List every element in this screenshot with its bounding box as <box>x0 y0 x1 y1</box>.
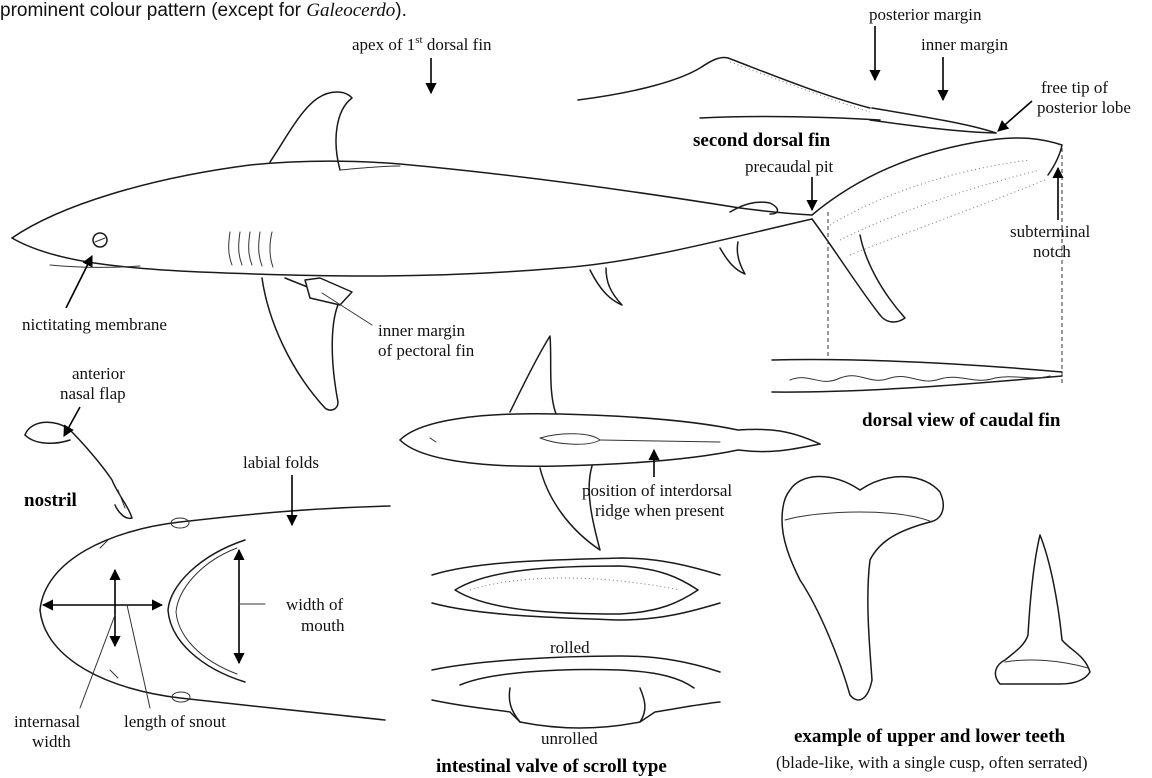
interdorsal-label-2: ridge when present <box>595 501 725 520</box>
second-dorsal-fin-drawing <box>578 57 996 133</box>
caudal-dorsal-view-drawing <box>772 360 1062 393</box>
teeth-title: example of upper and lower teeth <box>794 726 1066 747</box>
free-tip-label-1: free tip of <box>1041 78 1108 97</box>
subterminal-label-1: subterminal <box>1010 222 1091 241</box>
nictitating-label: nictitating membrane <box>22 315 167 334</box>
snout-length-pointer <box>127 605 150 708</box>
pectoral-inner-label-2: of pectoral fin <box>378 341 475 360</box>
intestinal-valve-unrolled-drawing <box>432 656 720 728</box>
inner-margin-label: inner margin <box>921 35 1009 54</box>
dorsal-caudal-title: dorsal view of caudal fin <box>862 410 1061 431</box>
nostril-title: nostril <box>24 490 77 511</box>
unrolled-label: unrolled <box>541 729 598 748</box>
upper-tooth-drawing <box>782 476 943 700</box>
apex-label: apex of 1st dorsal fin <box>352 34 492 54</box>
intestinal-title: intestinal valve of scroll type <box>436 756 667 777</box>
free-tip-arrow <box>998 101 1032 131</box>
intestinal-valve-rolled-drawing <box>432 558 720 620</box>
labial-folds-label: labial folds <box>243 453 319 472</box>
precaudal-pit-label: precaudal pit <box>745 157 834 176</box>
subterminal-label-2: notch <box>1033 242 1071 261</box>
anterior-nasal-label-1: anterior <box>72 364 125 383</box>
width-mouth-label-1: width of <box>286 595 343 614</box>
interdorsal-label-1: position of interdorsal <box>582 481 732 500</box>
nictitating-arrow <box>66 256 92 308</box>
rolled-label: rolled <box>550 638 590 657</box>
lower-tooth-drawing <box>995 535 1090 684</box>
posterior-margin-label: posterior margin <box>869 5 982 24</box>
free-tip-label-2: posterior lobe <box>1037 98 1131 117</box>
second-dorsal-title: second dorsal fin <box>693 130 831 151</box>
internasal-label-1: internasal <box>14 712 80 731</box>
internasal-label-2: width <box>32 732 71 751</box>
teeth-caption: (blade-like, with a single cusp, often s… <box>776 753 1088 772</box>
pectoral-inner-label-1: inner margin <box>378 321 466 340</box>
length-snout-label: length of snout <box>124 712 226 731</box>
internasal-pointer <box>80 615 115 708</box>
intro-text: prominent colour pattern (except for Gal… <box>0 0 407 21</box>
anterior-nasal-label-2: nasal flap <box>60 384 126 403</box>
width-mouth-label-2: mouth <box>301 616 345 635</box>
